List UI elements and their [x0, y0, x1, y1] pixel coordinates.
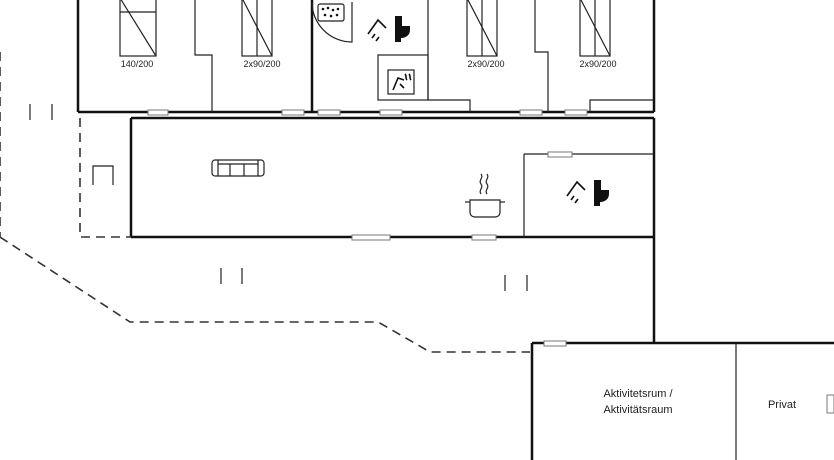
bed-icon: [466, 0, 498, 57]
sauna-icon: [387, 69, 415, 95]
bed-label: 2x90/200: [243, 59, 280, 69]
living-area-windows: [351, 151, 573, 241]
bed-icon: [579, 0, 611, 57]
bed-label: 2x90/200: [467, 59, 504, 69]
private-room-label: Privat: [768, 399, 796, 411]
toilet-shower-icon: [566, 180, 609, 206]
bed-label: 140/200: [121, 59, 154, 69]
activity-room-label: Aktivitätsraum: [603, 404, 672, 416]
whirlpool-icon: [317, 3, 345, 22]
bed-icon: [241, 0, 273, 57]
terrace-outline: [0, 52, 530, 353]
activity-room-label: Aktivitetsrum /: [603, 388, 673, 400]
bed-icon: [119, 0, 157, 57]
sofa-icon: [211, 159, 265, 177]
outdoor-markers: [29, 104, 528, 291]
annex-walls: [530, 340, 834, 460]
cooking-pot-icon: [465, 173, 505, 218]
toilet-shower-icon: [367, 16, 410, 42]
living-area-walls: [129, 116, 656, 343]
bedroom-wing-windows: [147, 109, 588, 116]
bedroom-wing-walls: [76, 0, 656, 114]
bed-label: 2x90/200: [579, 59, 616, 69]
